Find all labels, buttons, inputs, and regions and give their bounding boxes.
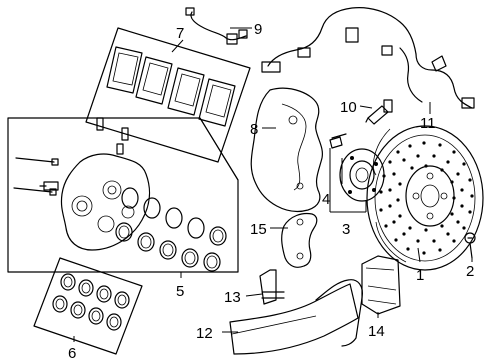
callout-9: 9	[254, 21, 262, 38]
seal-kit	[33, 257, 143, 355]
callout-13: 13	[224, 289, 241, 306]
caliper-bolt	[13, 157, 59, 196]
pad-wear-sensor	[185, 7, 248, 45]
leader-lines	[73, 27, 473, 342]
callout-6: 6	[68, 345, 76, 360]
wheel-speed-sensor	[365, 99, 393, 125]
callout-10: 10	[340, 99, 357, 116]
callout-8: 8	[250, 121, 258, 138]
rotor-drilled-holes	[379, 141, 474, 255]
callout-11: 11	[420, 115, 436, 132]
callout-12: 12	[196, 325, 213, 342]
caliper-bracket	[281, 212, 318, 268]
wheel-hub	[329, 133, 385, 202]
callout-14: 14	[368, 323, 385, 340]
callout-1: 1	[416, 267, 424, 284]
air-guide	[361, 255, 401, 315]
callout-5: 5	[176, 283, 184, 300]
splash-shield	[250, 87, 323, 212]
callout-15: 15	[250, 221, 267, 238]
callout-labels: 7 9 8 10 11 4 3 15 1 2 5 13 12 14 6	[68, 21, 474, 360]
rotor-screw	[464, 232, 476, 259]
callout-4: 4	[322, 191, 330, 208]
callout-3: 3	[342, 221, 350, 238]
brake-rotor	[366, 125, 484, 271]
callout-7: 7	[176, 25, 184, 42]
mounting-bracket	[259, 269, 285, 305]
brake-air-duct	[229, 279, 363, 355]
callout-2: 2	[466, 263, 474, 280]
brake-pad-set	[85, 27, 251, 163]
caliper-assembly	[7, 117, 239, 273]
abs-sensor-harness	[261, 7, 475, 109]
